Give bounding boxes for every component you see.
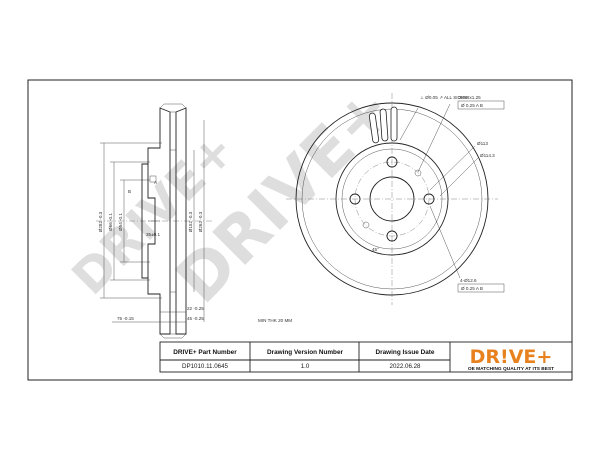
dim-angle: 35±0.1	[146, 232, 160, 237]
dim-114: Ø114.3	[480, 153, 495, 158]
drawing-issue-label: Drawing Issue Date	[376, 349, 435, 356]
frame-top: Ø 0.25 A B	[461, 103, 483, 108]
front-angle: 45°	[372, 247, 379, 252]
drive-logo: DR!VE+	[470, 346, 553, 368]
part-number-value: DP1010.11.0645	[182, 363, 229, 370]
dim-bolt-a: A	[154, 180, 158, 185]
frame-bottom: Ø 0.25 A B	[461, 286, 483, 291]
drawing-version-label: Drawing Version Number	[267, 349, 344, 356]
holes-bottom-note: 4-Ø12.6	[460, 278, 477, 283]
dim-outer: Ø282 -0.3	[98, 211, 103, 232]
dim-bolt-b: B	[128, 189, 131, 194]
part-number-label: DRIVE+ Part Number	[173, 349, 237, 356]
brand-tagline: OE MATCHING QUALITY AT ITS BEST	[468, 366, 554, 372]
front-view: ⊥ Ø0.05 ↗ ALL SIDES 2-M8x1.25 Ø 0.25 A B…	[286, 93, 505, 305]
dim-width: 45 -0.25	[187, 316, 204, 321]
dim-ring: Ø152 -0.3	[188, 211, 193, 232]
dim-inner: Ø262 -0.3	[198, 211, 203, 232]
svg-text:DR!VE+: DR!VE+	[470, 346, 553, 368]
title-block: DRIVE+ Part Number Drawing Version Numbe…	[159, 341, 573, 373]
drawing-version-value: 1.0	[301, 363, 310, 370]
drive-watermark: DRIVE+ DRIVE+	[61, 72, 407, 317]
holes-top-note: 2-M8x1.25	[459, 95, 481, 100]
dim-113: Ø113	[477, 141, 488, 146]
drawing-issue-value: 2022.06.28	[390, 363, 422, 370]
min-thickness-note: MIN THK 20 MM	[258, 318, 292, 323]
dim-thickness: 22 -0.25	[187, 306, 204, 311]
dim-hub: Ø66 -0.1	[108, 213, 113, 231]
drawing-frame	[27, 79, 573, 381]
side-view: Ø282 -0.3 Ø66 -0.1 Ø54 -0.1 Ø152 -0.3 Ø2…	[96, 103, 292, 339]
runout-note: ⊥ Ø0.05 ↗ ALL SIDES	[420, 95, 467, 100]
dim-thickness-total: 75 -0.15	[117, 316, 134, 321]
dim-center: Ø54 -0.1	[118, 213, 123, 231]
